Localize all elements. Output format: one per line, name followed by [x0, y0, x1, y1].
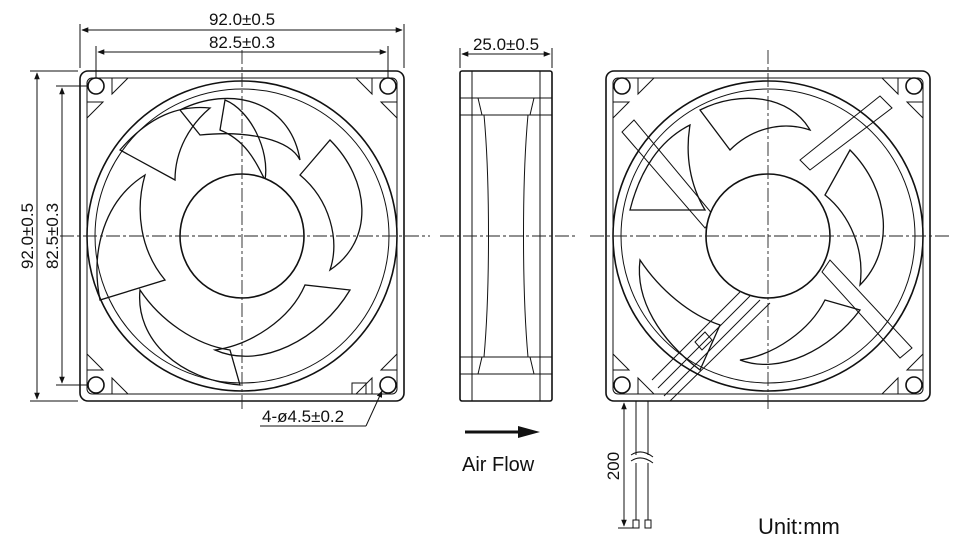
mounting-hole — [87, 376, 105, 394]
overall-height-label: 92.0±0.5 — [18, 203, 37, 269]
mounting-holes-label: 4-ø4.5±0.2 — [262, 407, 344, 426]
air-flow-indicator: Air Flow — [462, 426, 540, 476]
mounting-hole — [613, 77, 631, 95]
mounting-hole — [379, 376, 397, 394]
lead-length-label: 200 — [604, 452, 623, 480]
front-dimensions: 92.0±0.5 82.5±0.3 92.0±0.5 82.5±0.3 4-ø4… — [18, 10, 405, 427]
air-flow-label: Air Flow — [462, 454, 535, 476]
unit-label: Unit:mm — [758, 514, 840, 539]
side-view — [440, 70, 575, 402]
lead-wires — [630, 401, 654, 529]
thickness-label: 25.0±0.5 — [473, 35, 539, 54]
mounting-hole — [613, 376, 631, 394]
overall-width-label: 92.0±0.5 — [209, 10, 275, 29]
mounting-hole — [905, 376, 923, 394]
wire-channel — [651, 291, 771, 402]
front-view — [60, 50, 430, 410]
hole-pitch-height-label: 82.5±0.3 — [43, 203, 62, 269]
mounting-hole — [87, 77, 105, 95]
lead-length-dimension: 200 — [604, 400, 634, 529]
mounting-hole — [379, 77, 397, 95]
side-dimensions: 25.0±0.5 — [459, 35, 553, 68]
back-blades — [629, 97, 885, 372]
back-view — [590, 50, 950, 410]
front-blades — [96, 97, 363, 386]
label-notch — [351, 382, 367, 395]
mounting-hole — [905, 77, 923, 95]
hole-pitch-width-label: 82.5±0.3 — [209, 33, 275, 52]
back-mounting-holes — [612, 77, 924, 395]
